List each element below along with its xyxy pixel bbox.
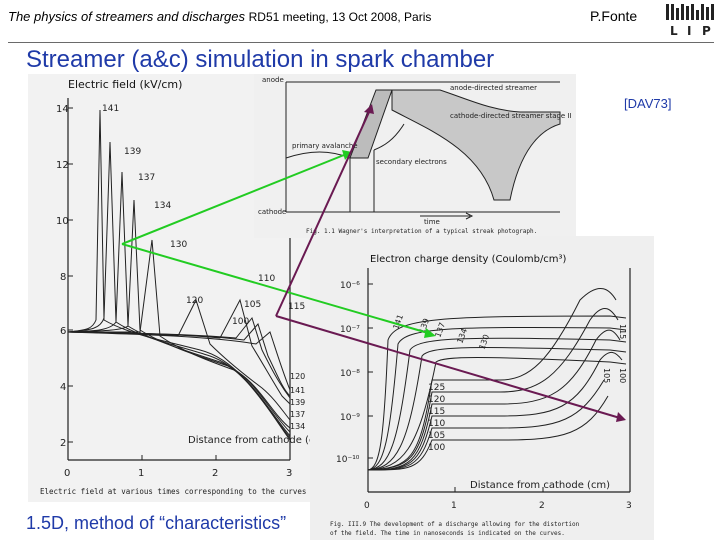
header-divider xyxy=(8,42,714,43)
green-arrowhead xyxy=(424,328,436,338)
fig-left-ylabel: Electric field (kV/cm) xyxy=(68,78,182,91)
fig-left-peak-label: 137 xyxy=(138,173,155,183)
fig-top-cathode-streamer xyxy=(391,89,561,201)
fig-left-xtick: 2 xyxy=(212,468,218,479)
fig-right-xlabel: Distance from cathode (cm) xyxy=(470,480,610,491)
fig-left-tail-label: 139 xyxy=(290,398,305,407)
fig-left-xtick: 1 xyxy=(138,468,144,479)
fig-left-xtick: 3 xyxy=(286,468,292,479)
fig-left-ytick: 2 xyxy=(60,438,66,449)
fig-right-ytick: 10⁻⁹ xyxy=(340,413,360,423)
fig-top-label: anode xyxy=(262,76,284,84)
purple-arrowhead xyxy=(616,412,626,422)
fig-right-curve-label: 110 xyxy=(428,419,445,429)
purple-arrowhead xyxy=(364,104,374,114)
fig-left-peak-label: 141 xyxy=(102,104,119,114)
fig-right-caption-line1: Fig. III.9 The development of a discharg… xyxy=(330,521,580,528)
fig-left-ytick: 10 xyxy=(56,216,69,227)
fig-right-ytick: 10⁻⁸ xyxy=(340,369,360,379)
green-arrow-to-top-figure xyxy=(121,154,345,245)
logo-letter-l: L xyxy=(670,24,678,38)
fig-right-ytick: 10⁻⁷ xyxy=(340,325,360,335)
fig-top-label: time xyxy=(424,218,440,226)
fig-right-xtick: 3 xyxy=(626,501,632,511)
fig-right-ylabel: Electron charge density (Coulomb/cm³) xyxy=(370,254,567,265)
lip-logo: L I P xyxy=(664,2,718,38)
green-arrow-to-right-figure xyxy=(121,243,429,334)
fig-top-label: cathode-directed streamer stage II xyxy=(450,112,572,120)
fig-right-caption-line2: of the field. The time in nanoseconds is… xyxy=(330,530,565,537)
fig-left-peak-label: 134 xyxy=(154,201,171,211)
fig-left-xtick: 0 xyxy=(64,468,70,479)
fig-left-ytick: 14 xyxy=(56,104,69,115)
logo-letter-i: I xyxy=(687,24,691,38)
fig-right-ytick: 10⁻⁶ xyxy=(340,281,360,291)
fig-right-xtick: 2 xyxy=(539,501,545,511)
fig-right-xtick: 0 xyxy=(364,501,370,511)
fig-left-tail-label: 120 xyxy=(290,372,305,381)
fig-right-curve-label: 120 xyxy=(428,395,445,405)
fig-left-peak-label: 115 xyxy=(288,302,305,312)
fig-right-right-label: 105 xyxy=(602,368,611,383)
fig-right-right-label: 100 xyxy=(618,368,627,383)
fig-left-ytick: 6 xyxy=(60,326,66,337)
fig-top-label: primary avalanche xyxy=(292,142,358,150)
fig-left-peak-label: 139 xyxy=(124,147,141,157)
fig-right-ytick: 10⁻¹⁰ xyxy=(336,455,360,465)
purple-arrows xyxy=(275,109,621,419)
fig-left-tail-label: 137 xyxy=(290,410,305,419)
fig-top-label: cathode xyxy=(258,208,286,216)
fig-left-ytick: 12 xyxy=(56,160,69,171)
fig-left-ytick: 4 xyxy=(60,382,66,393)
logo-letter-p: P xyxy=(702,24,711,38)
fig-top-label: anode-directed streamer xyxy=(450,84,537,92)
fig-top-streak: anode anode-directed streamer cathode-di… xyxy=(254,74,576,238)
fig-top-label: secondary electrons xyxy=(376,158,447,166)
purple-arrow-to-right-figure xyxy=(275,315,621,419)
green-arrowhead xyxy=(342,150,352,160)
fig-right-curve-label: 100 xyxy=(428,443,445,453)
fig-right-xtick: 1 xyxy=(451,501,457,511)
reference-tag: [DAV73] xyxy=(624,96,672,111)
header-author: P.Fonte xyxy=(590,8,638,24)
slide-header: The physics of streamers and discharges … xyxy=(8,9,431,24)
fig-left-peak-label: 105 xyxy=(244,300,261,310)
fig-right-curve-label: 125 xyxy=(428,383,445,393)
fig-right-curve-label: 105 xyxy=(428,431,445,441)
slide-title: Streamer (a&c) simulation in spark chamb… xyxy=(26,46,495,73)
fig-top-caption: Fig. 1.1 Wagner's interpretation of a ty… xyxy=(306,228,537,235)
fig-left-xlabel: Distance from cathode (cm) xyxy=(188,435,328,446)
fig-left-tail-label: 141 xyxy=(290,386,305,395)
fig-right-right-label: 115 xyxy=(618,324,627,339)
fig-left-peak-label: 120 xyxy=(186,296,203,306)
fig-left-peak-label: 130 xyxy=(170,240,187,250)
purple-arrow-to-top-figure xyxy=(275,109,371,317)
green-arrows xyxy=(121,154,429,334)
fig-right-charge-density: Electron charge density (Coulomb/cm³) 10… xyxy=(310,236,654,540)
fig-right-curve-label: 115 xyxy=(428,407,445,417)
method-caption: 1.5D, method of “characteristics” xyxy=(26,513,287,533)
header-topic: The physics of streamers and discharges xyxy=(8,9,245,24)
fig-left-peak-label: 100 xyxy=(232,317,249,327)
fig-left-peak-label: 110 xyxy=(258,274,275,284)
fig-left-tail-label: 134 xyxy=(290,422,305,431)
fig-left-ytick: 8 xyxy=(60,272,66,283)
header-meeting: RD51 meeting, 13 Oct 2008, Paris xyxy=(248,10,432,24)
fig-left-caption: Electric field at various times correspo… xyxy=(40,487,306,496)
